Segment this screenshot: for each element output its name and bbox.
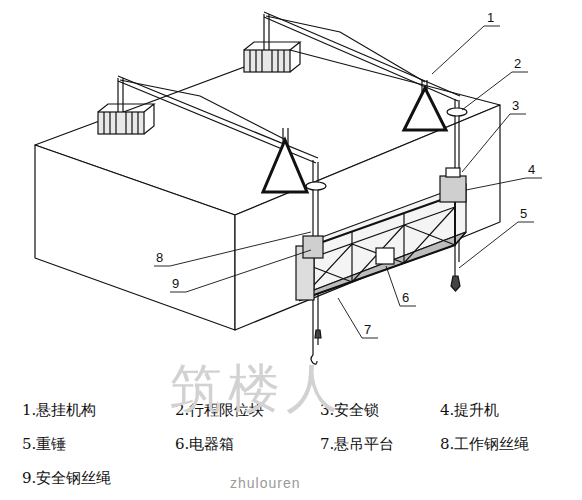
beam-brace <box>120 80 286 140</box>
counterweight <box>98 112 144 134</box>
callout-number: 6 <box>401 291 410 305</box>
callout-number: 3 <box>511 99 520 113</box>
weight <box>451 276 460 291</box>
counterweight-top <box>244 42 300 72</box>
hoist <box>440 176 466 202</box>
beam-brace <box>266 16 425 82</box>
travel-limit-block <box>447 108 467 116</box>
hoist <box>303 236 323 258</box>
support-triangle <box>263 140 307 192</box>
safety-lock <box>446 168 460 177</box>
callout-number: 7 <box>363 323 372 337</box>
part-name: 6.电器箱 <box>175 436 234 453</box>
part-name: 9.安全钢丝绳 <box>22 470 111 487</box>
counterweight-lines <box>250 50 284 72</box>
platform-lattice <box>300 207 455 300</box>
counterweight-top <box>98 104 154 134</box>
side-face <box>235 105 500 330</box>
drawing-stroke <box>35 50 500 330</box>
part-name: 7.悬吊平台 <box>320 436 394 453</box>
platform-front <box>300 195 455 300</box>
part-name: 4.提升机 <box>440 402 499 419</box>
watermark: 筑楼人 <box>170 360 344 417</box>
support-triangle <box>404 88 446 130</box>
counterweight <box>244 50 290 72</box>
outrigger-beam <box>264 12 460 101</box>
part-name: 5.重锤 <box>22 436 66 453</box>
front-face <box>35 145 235 330</box>
callout-number: 5 <box>519 207 528 221</box>
drawing-stroke <box>98 12 542 364</box>
travel-limit-block <box>306 182 326 190</box>
callout-number: 9 <box>171 277 180 291</box>
leader-line <box>154 26 542 338</box>
weight <box>315 330 321 338</box>
callout-number: 8 <box>155 251 164 265</box>
watermark: zhulouren <box>230 476 301 491</box>
counterweight-lines <box>104 112 138 134</box>
part-name: 8.工作钢丝绳 <box>440 436 529 453</box>
callout-number: 4 <box>527 163 536 177</box>
electric-box <box>376 248 394 264</box>
callout-number: 1 <box>486 11 495 25</box>
part-name: 1.悬挂机构 <box>22 402 96 419</box>
callout-number: 2 <box>513 57 522 71</box>
